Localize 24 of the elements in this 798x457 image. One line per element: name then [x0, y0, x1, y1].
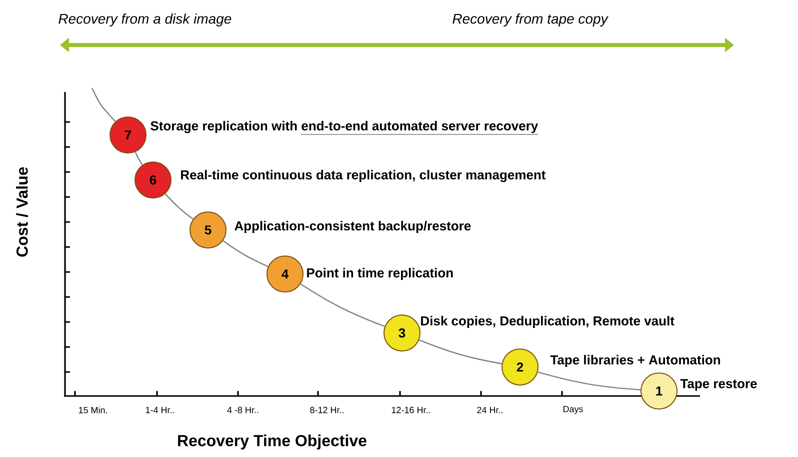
step-description: Disk copies, Deduplication, Remote vault — [421, 316, 674, 328]
step-description: Point in time replication — [307, 268, 453, 280]
top-label: Recovery from a disk image — [58, 13, 232, 27]
tick-label: 12-16 Hr.. — [392, 406, 430, 414]
curve-line — [300, 284, 385, 327]
curve-line — [222, 240, 268, 268]
curve-line — [164, 193, 194, 220]
step-description: Application-consistent backup/restore — [234, 220, 471, 234]
curve-line — [538, 371, 641, 390]
step-description: Storage replication with end-to-end automated server recovery — [150, 120, 538, 135]
step-description: Tape restore — [680, 379, 757, 391]
axis-title: Recovery Time Objective — [178, 434, 366, 450]
tick-label: Days — [563, 406, 583, 414]
tick-label: 8-12 Hr.. — [310, 406, 344, 414]
tick-label: 4 -8 Hr.. — [227, 406, 258, 414]
tick-label: 1-4 Hr.. — [146, 406, 174, 414]
tick-label: 15 Min. — [78, 406, 107, 414]
step-description: Tape libraries + Automation — [550, 354, 720, 368]
tick-label: 24 Hr.. — [477, 406, 502, 414]
top-label: Recovery from tape copy — [452, 13, 608, 27]
curve-line — [418, 339, 502, 364]
axis-title: Cost / Value — [16, 167, 28, 257]
step-description: Real-time continuous data replication, cluster management — [181, 170, 546, 182]
curve-line — [134, 152, 143, 166]
